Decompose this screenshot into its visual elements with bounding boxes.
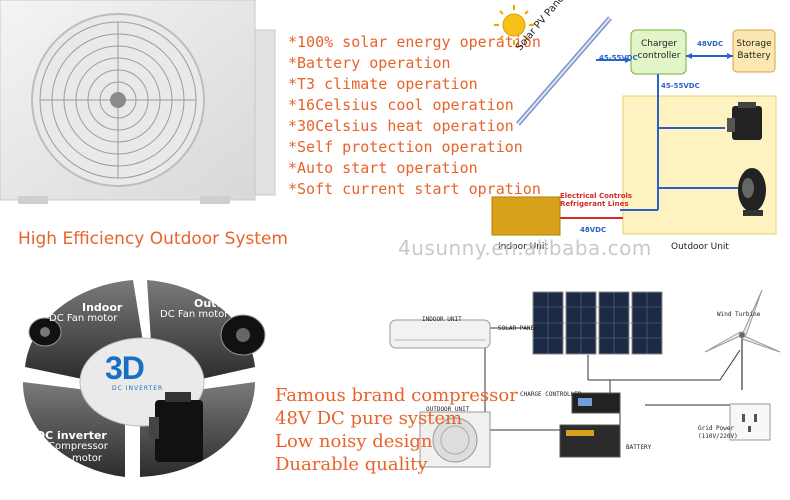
- solar-system-diagram: [491, 5, 777, 236]
- wind-turbine-caption: Wind Turbine: [717, 311, 761, 318]
- outdoor-unit-label: Outdoor Unit: [671, 242, 729, 252]
- feature-quality: Duarable quality: [275, 454, 428, 475]
- grid-power-socket-icon: [729, 403, 771, 441]
- wheel-indoor-sub: DC Fan motor: [49, 313, 118, 324]
- voltage-45-55-b: 45-55VDC: [661, 82, 700, 90]
- feature-protection: *Self protection operation: [288, 138, 523, 156]
- indoor-unit-caption: INDOOR UNIT: [422, 316, 462, 323]
- feature-solar: *100% solar energy operation: [288, 33, 541, 51]
- feature-t3: *T3 climate operation: [288, 75, 478, 93]
- indoor-unit-shape: [389, 319, 491, 349]
- wheel-outdoor-sub: DC Fan motor: [160, 309, 229, 320]
- feature-heat: *30Celsius heat operation: [288, 117, 514, 135]
- inverter-compressor-icon: [149, 392, 203, 462]
- storage-battery-box: [732, 29, 776, 73]
- charger-label: Charger controller: [637, 39, 681, 61]
- indoor-unit-box: [491, 196, 561, 236]
- feature-low-noise: Low noisy design: [275, 431, 433, 452]
- headline-title: High Efficiency Outdoor System: [18, 229, 288, 249]
- dc-inverter-wheel: [22, 280, 266, 477]
- fan-motor-icon: [738, 168, 766, 216]
- feature-cool: *16Celsius cool operation: [288, 96, 514, 114]
- sun-icon: [494, 5, 534, 45]
- indoor-fan-motor-icon: [28, 317, 62, 347]
- grid-voltage-caption: (110V/220V): [698, 433, 738, 440]
- wheel-indoor-title: Indoor: [82, 301, 123, 314]
- charge-controller-caption: CHARGE CONTROLLER: [520, 391, 582, 398]
- wheel-center-3d: 3D: [105, 350, 145, 386]
- feature-autostart: *Auto start operation: [288, 159, 478, 177]
- outdoor-ac-unit-image: [0, 0, 276, 204]
- voltage-48-bottom: 48VDC: [580, 226, 607, 234]
- indoor-unit-label: Indoor Unit: [498, 242, 548, 252]
- solar-panel-array: [532, 291, 663, 355]
- electrical-controls-label: Electrical Controls: [560, 192, 633, 200]
- voltage-45-55-a: 45-55VDC: [599, 54, 638, 62]
- refrigerant-lines-label: Refrigerant Lines: [560, 200, 629, 208]
- feature-compressor: Famous brand compressor: [275, 385, 518, 406]
- battery-shape: [559, 424, 621, 458]
- solar-panel-caption: SOLAR PANEL: [498, 325, 538, 332]
- outdoor-fan-motor-icon: [220, 314, 266, 356]
- wheel-center-sub: DC INVERTER: [112, 385, 164, 392]
- storage-label: Storage Battery: [736, 39, 772, 61]
- battery-caption: BATTERY: [626, 444, 652, 451]
- compressor-icon: [727, 102, 762, 140]
- voltage-48-top: 48VDC: [697, 40, 724, 48]
- watermark-text: 4usunny.en.alibaba.com: [398, 236, 652, 260]
- feature-battery: *Battery operation: [288, 54, 451, 72]
- feature-48v: 48V DC pure system: [275, 408, 463, 429]
- feature-softstart: *Soft current start opration: [288, 180, 541, 198]
- wheel-outdoor-title: Outdoor: [194, 297, 245, 310]
- dc-wires: [596, 55, 738, 211]
- installation-diagram: [389, 289, 781, 468]
- wheel-inverter-title: DC inverter: [36, 429, 107, 442]
- wheel-inverter-sub1: Compressor: [48, 441, 108, 452]
- outdoor-unit-caption: OUTDOOR UNIT: [426, 406, 470, 413]
- grid-power-caption: Grid Power: [698, 425, 735, 432]
- wind-turbine-icon: [704, 289, 781, 390]
- wheel-inverter-sub2: motor: [72, 453, 103, 464]
